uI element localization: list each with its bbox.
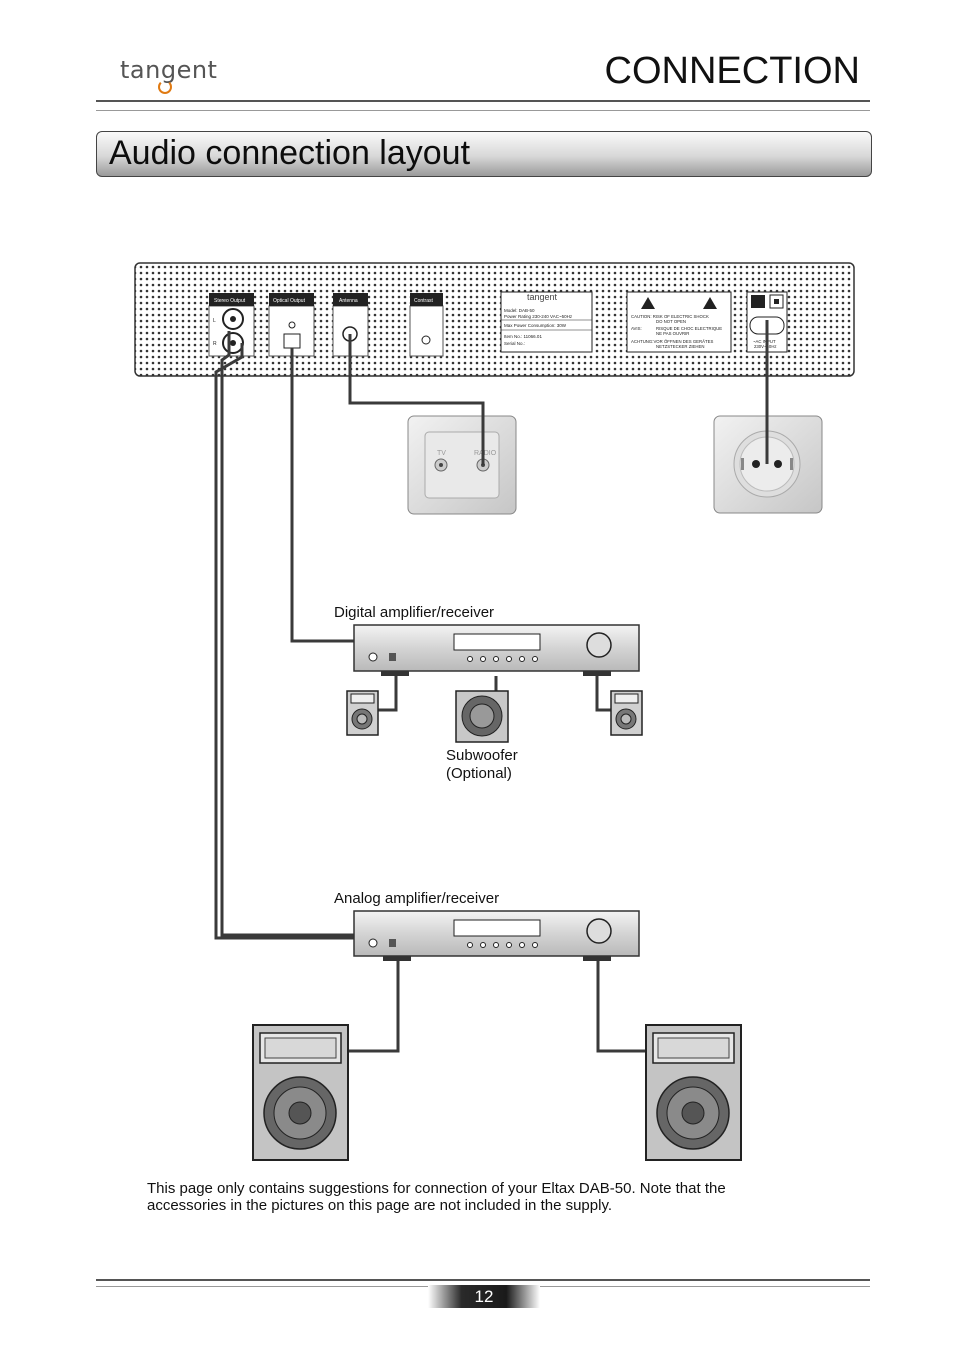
stereo-output-label: Stereo Output	[214, 298, 246, 304]
warning-achtung-2: NETZSTECKER ZIEHEN	[656, 344, 704, 349]
digital-speaker-cable-left	[378, 676, 398, 712]
cables	[214, 320, 769, 1053]
rating-plate-item: Item No.: 11066.01	[504, 334, 542, 339]
antenna-cable	[348, 334, 485, 465]
warning-caution: CAUTION: RISK OF ELECTRIC SHOCK	[631, 314, 709, 319]
header-rule	[96, 100, 870, 111]
rating-plate-power: Power Rating 230-240 VAC~50Hz	[504, 314, 573, 319]
stereo-cable-right	[214, 343, 354, 940]
optical-output-label: Optical Output	[273, 298, 306, 304]
rear-panel	[134, 262, 855, 377]
brand-logo-mark	[158, 80, 172, 94]
rating-plate-consumption: Max Power Consumption: 30W	[504, 323, 567, 328]
page-title: Audio connection layout	[109, 134, 471, 172]
subwoofer-label: Subwoofer	[446, 747, 518, 764]
page-number: 12	[474, 1287, 494, 1306]
warning-achtung: ACHTUNG:VOR ÖFFNEN DES GERÄTES	[631, 339, 713, 344]
warning-avis: AVIS:	[631, 326, 642, 331]
left-satellite-speaker	[346, 690, 379, 736]
rating-plate-model: Model: DAB-50	[504, 308, 535, 313]
subwoofer-optional-label: (Optional)	[446, 765, 512, 782]
radio-label: RADIO	[474, 450, 497, 457]
ac-input-label: ~AC INPUT	[753, 339, 776, 344]
warning-avis-text-2: NE PAS OUVRIR	[656, 331, 689, 336]
stereo-cable-left	[220, 331, 354, 937]
digital-receiver-label: Digital amplifier/receiver	[334, 604, 495, 621]
contrast-label: Contrast	[414, 298, 434, 304]
right-satellite-speaker	[610, 690, 643, 736]
title-banner: Audio connection layout	[96, 131, 872, 177]
subwoofer	[455, 690, 509, 743]
analog-speaker-cable-right	[596, 961, 646, 1053]
brand-logo: tangent	[120, 56, 218, 84]
rating-plate-brand: tangent	[527, 292, 558, 302]
right-floor-speaker	[645, 1024, 742, 1161]
wall-antenna-socket	[407, 415, 517, 515]
supply-note: This page only contains suggestions for …	[147, 1180, 726, 1214]
analog-receiver	[353, 910, 640, 961]
warning-avis-text: RISQUE DE CHOC ELECTRIQUE	[656, 326, 722, 331]
section-title: CONNECTION	[604, 50, 860, 92]
warning-caution-2: DO NOT OPEN	[656, 319, 686, 324]
analog-speaker-cable-left	[348, 961, 400, 1053]
digital-speaker-cable-right	[595, 676, 613, 712]
left-floor-speaker	[252, 1024, 349, 1161]
page-number-box: 12	[428, 1285, 540, 1308]
antenna-label: Antenna	[339, 298, 358, 304]
rating-plate-serial: Serial No.:	[504, 341, 525, 346]
ac-rating-label: 230V~50Hz	[754, 344, 777, 349]
digital-receiver	[353, 624, 640, 676]
tv-label: TV	[437, 450, 446, 457]
channel-l-label: L	[213, 318, 216, 324]
channel-r-label: R	[213, 341, 217, 347]
analog-receiver-label: Analog amplifier/receiver	[334, 890, 500, 907]
optical-cable	[290, 348, 354, 643]
